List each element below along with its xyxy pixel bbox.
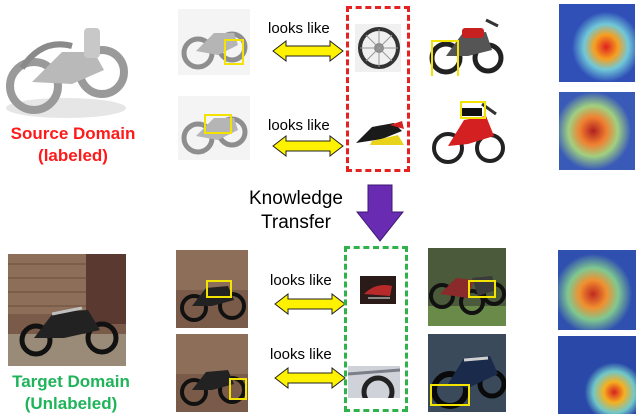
highlight-box — [468, 280, 496, 298]
target-domain-image — [8, 254, 126, 366]
highlight-box — [224, 39, 244, 65]
source-domain-subtitle: (labeled) — [38, 146, 108, 165]
target-domain-subtitle: (Unlabeled) — [24, 394, 118, 413]
target-match-image-1 — [428, 248, 506, 326]
double-arrow-icon — [272, 40, 344, 62]
highlight-box — [460, 101, 486, 119]
target-patch-wheel — [348, 366, 400, 398]
target-domain-title: Target Domain — [12, 372, 130, 391]
target-heatmap-1 — [558, 250, 636, 330]
down-arrow-icon — [356, 184, 404, 242]
source-heatmap-2 — [559, 92, 635, 170]
source-patch-group — [346, 6, 410, 172]
source-match-image-2 — [432, 96, 506, 166]
double-arrow-icon — [272, 135, 344, 157]
double-arrow-icon — [274, 367, 346, 389]
highlight-box — [206, 280, 232, 298]
source-query-image-1 — [178, 9, 250, 75]
target-patch-tank — [360, 276, 396, 304]
source-domain-image — [2, 8, 130, 126]
highlight-box — [204, 114, 232, 134]
knowledge-transfer-line1: Knowledge — [248, 188, 344, 209]
highlight-box — [229, 378, 247, 400]
target-query-image-1 — [176, 250, 248, 328]
relation-label: looks like — [270, 272, 332, 289]
relation-label: looks like — [268, 20, 330, 37]
source-domain-title: Source Domain — [10, 124, 136, 143]
source-query-image-2 — [178, 96, 250, 160]
source-patch-seat — [352, 117, 406, 147]
source-match-image-1 — [428, 6, 504, 76]
highlight-box — [430, 384, 470, 406]
source-heatmap-1 — [559, 4, 635, 82]
target-query-image-2 — [176, 334, 248, 412]
source-patch-wheel — [355, 24, 401, 72]
knowledge-transfer-line2: Transfer — [260, 212, 332, 233]
relation-label: looks like — [270, 346, 332, 363]
relation-label: looks like — [268, 117, 330, 134]
target-match-image-2 — [428, 334, 506, 412]
target-patch-group — [344, 246, 408, 412]
double-arrow-icon — [274, 293, 346, 315]
target-heatmap-2 — [558, 336, 636, 414]
highlight-box — [431, 40, 459, 76]
